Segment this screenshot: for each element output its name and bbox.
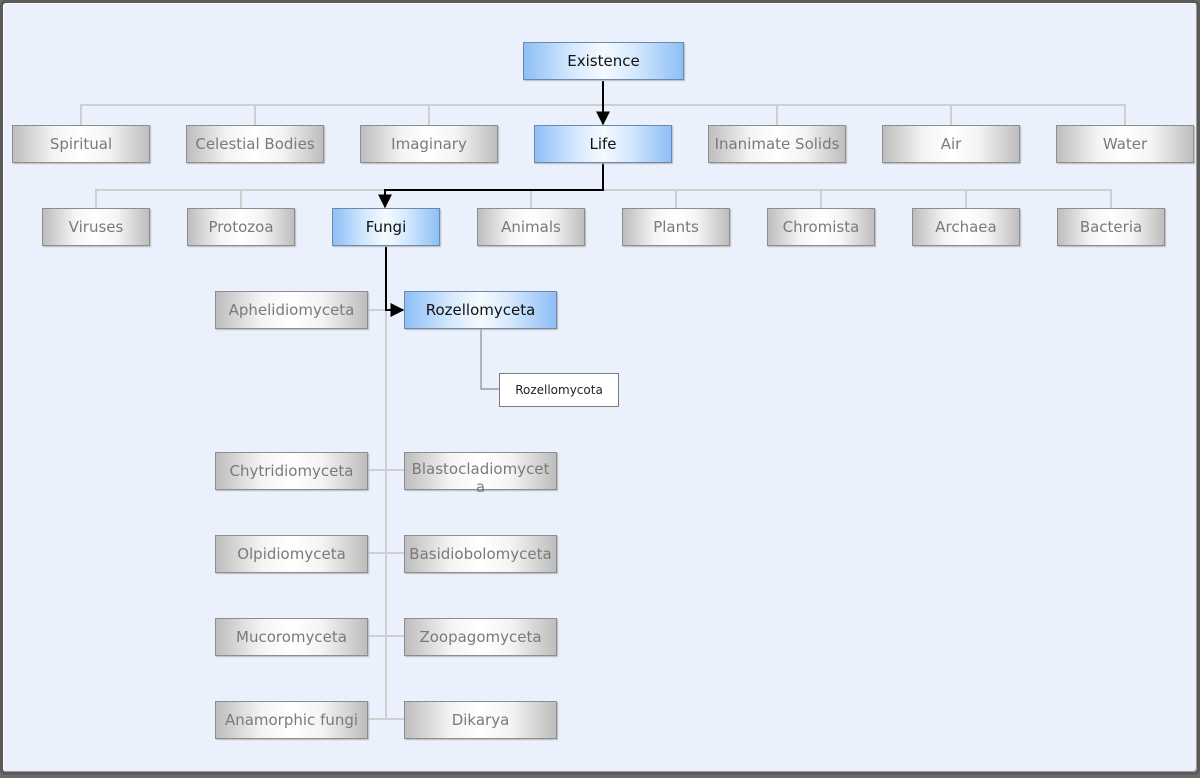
node-olpidiomyceta[interactable]: Olpidiomyceta <box>215 535 368 573</box>
node-bacteria[interactable]: Bacteria <box>1057 208 1165 246</box>
selected-path-arrows <box>378 81 610 317</box>
arrow-fungi-to-rozellomyceta <box>385 246 405 317</box>
node-rozellomycota[interactable]: Rozellomycota <box>499 373 619 407</box>
node-aphelidiomyceta[interactable]: Aphelidiomyceta <box>215 291 368 329</box>
node-archaea[interactable]: Archaea <box>912 208 1020 246</box>
node-celestial-bodies[interactable]: Celestial Bodies <box>186 125 324 163</box>
node-anamorphic-fungi[interactable]: Anamorphic fungi <box>215 701 368 739</box>
node-mucoromyceta[interactable]: Mucoromyceta <box>215 618 368 656</box>
node-fungi[interactable]: Fungi <box>332 208 440 246</box>
node-blastocladiomyceta[interactable]: Blastocladiomyceta <box>404 452 557 496</box>
level2-bus-line <box>95 189 1112 208</box>
node-protozoa[interactable]: Protozoa <box>187 208 295 246</box>
node-imaginary[interactable]: Imaginary <box>360 125 498 163</box>
node-inanimate-solids[interactable]: Inanimate Solids <box>708 125 846 163</box>
node-basidiobolomyceta[interactable]: Basidiobolomyceta <box>404 535 557 573</box>
node-plants[interactable]: Plants <box>622 208 730 246</box>
node-life[interactable]: Life <box>534 125 672 163</box>
arrow-life-to-fungi <box>378 163 604 209</box>
node-viruses[interactable]: Viruses <box>42 208 150 246</box>
node-air[interactable]: Air <box>882 125 1020 163</box>
connector-lines <box>80 81 1126 720</box>
node-rozellomyceta[interactable]: Rozellomyceta <box>404 291 557 329</box>
node-existence[interactable]: Existence <box>523 42 684 80</box>
node-spiritual[interactable]: Spiritual <box>12 125 150 163</box>
node-water[interactable]: Water <box>1056 125 1194 163</box>
node-animals[interactable]: Animals <box>477 208 585 246</box>
node-dikarya[interactable]: Dikarya <box>404 701 557 739</box>
node-chromista[interactable]: Chromista <box>767 208 875 246</box>
node-zoopagomyceta[interactable]: Zoopagomyceta <box>404 618 557 656</box>
node-chytridiomyceta[interactable]: Chytridiomyceta <box>215 452 368 490</box>
phylum-connector <box>480 329 499 390</box>
